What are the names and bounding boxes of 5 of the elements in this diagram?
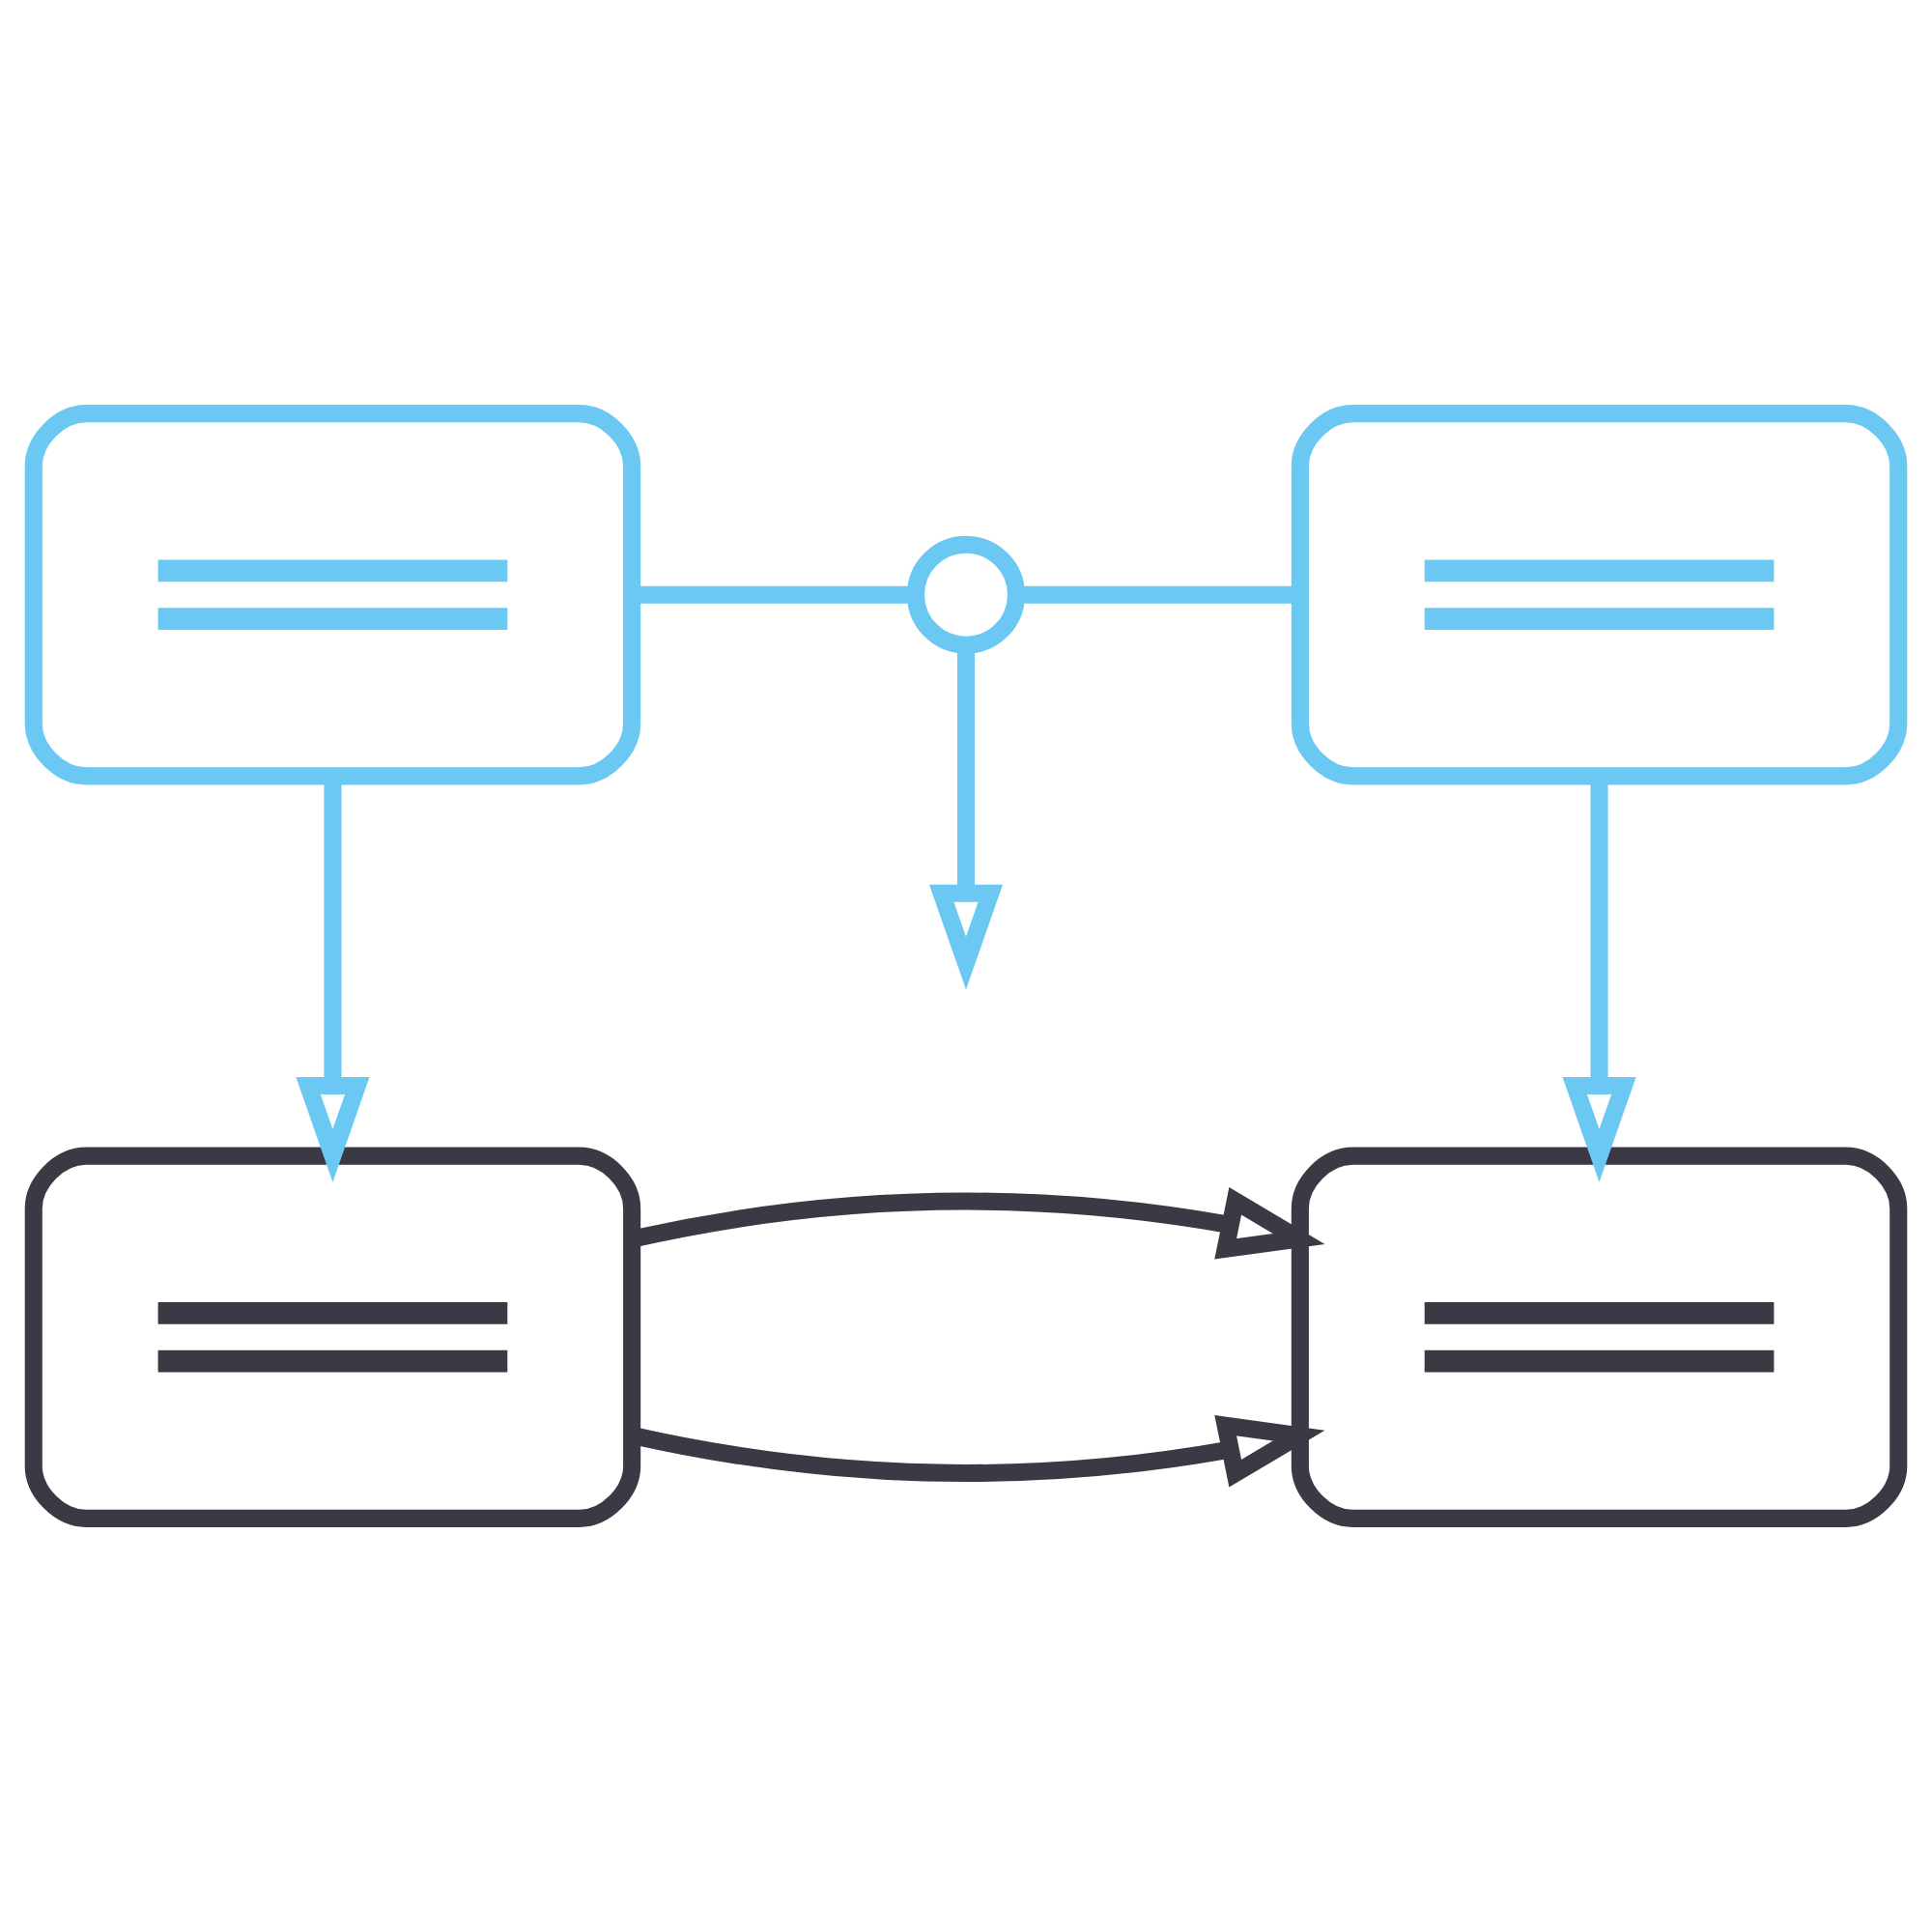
node-box [24, 405, 641, 785]
node-box [24, 1147, 641, 1527]
node-box [1291, 405, 1908, 785]
node-box [1291, 1147, 1908, 1527]
node-circle [906, 535, 1026, 654]
